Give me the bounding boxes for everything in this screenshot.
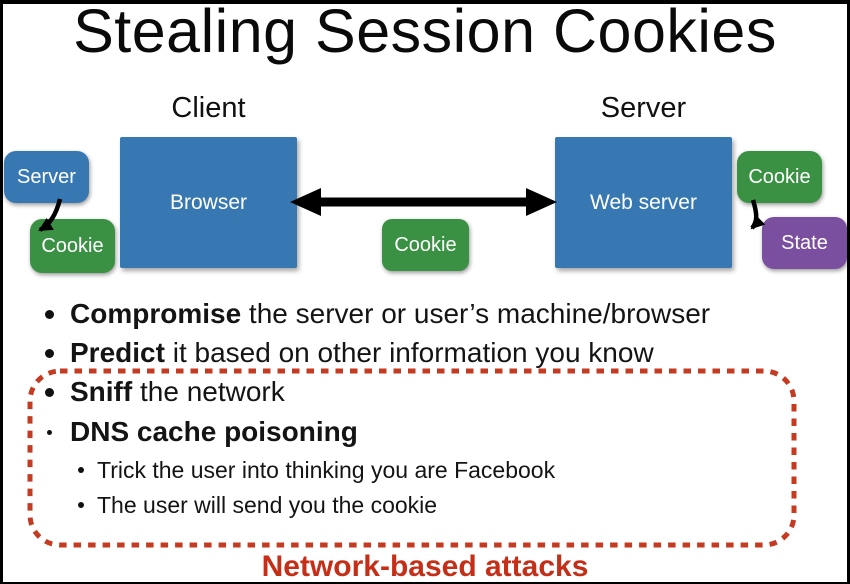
- server-to-cookie-arrow: [38, 198, 63, 232]
- cookie-to-state-arrow: [750, 199, 766, 230]
- client-server-double-arrow: [290, 188, 557, 216]
- left-server-box: Server: [4, 151, 89, 203]
- bullet-dot: [47, 429, 52, 435]
- sub-bullet-text: The user will send you the cookie: [97, 492, 438, 518]
- web-server-box-label: Web server: [590, 190, 697, 214]
- middle-cookie-box-label: Cookie: [394, 233, 457, 256]
- sub-bullet-item: The user will send you the cookie: [0, 490, 830, 520]
- bullet-dot: [78, 502, 84, 508]
- bullet-item: DNS cache poisoning: [0, 414, 830, 450]
- network-attacks-highlight-box: [27, 368, 797, 548]
- bullet-text: DNS cache poisoning: [70, 416, 358, 447]
- network-attacks-caption: Network-based attacks: [261, 550, 589, 583]
- bullet-dot: [78, 467, 84, 473]
- bullet-dot: [45, 309, 54, 319]
- bullet-item: Sniff the network: [0, 374, 830, 410]
- right-cookie-box-label: Cookie: [748, 165, 811, 188]
- bullet-item: Predict it based on other information yo…: [0, 335, 830, 371]
- left-cookie-box-label: Cookie: [41, 234, 104, 257]
- bullet-text: Compromise the server or user’s machine/…: [70, 298, 711, 329]
- browser-box: Browser: [120, 137, 297, 268]
- sub-bullet-item: Trick the user into thinking you are Fac…: [0, 455, 830, 485]
- slide-title: Stealing Session Cookies: [73, 0, 777, 65]
- browser-box-label: Browser: [169, 190, 248, 214]
- state-box: State: [762, 217, 847, 269]
- bullet-text: Predict it based on other information yo…: [70, 337, 654, 368]
- bullet-item: Compromise the server or user’s machine/…: [0, 296, 830, 332]
- client-heading: Client: [171, 92, 246, 124]
- middle-cookie-box: Cookie: [382, 219, 469, 271]
- right-cookie-box: Cookie: [737, 151, 822, 203]
- bullet-text: Sniff the network: [70, 376, 285, 407]
- bullet-dot: [45, 348, 54, 358]
- web-server-box: Web server: [555, 137, 732, 268]
- bullet-dot: [45, 387, 54, 397]
- left-server-box-label: Server: [17, 165, 76, 188]
- diagram-arrows: [38, 188, 766, 232]
- server-heading: Server: [600, 92, 687, 124]
- state-box-label: State: [781, 231, 828, 254]
- sub-bullet-text: Trick the user into thinking you are Fac…: [97, 457, 556, 483]
